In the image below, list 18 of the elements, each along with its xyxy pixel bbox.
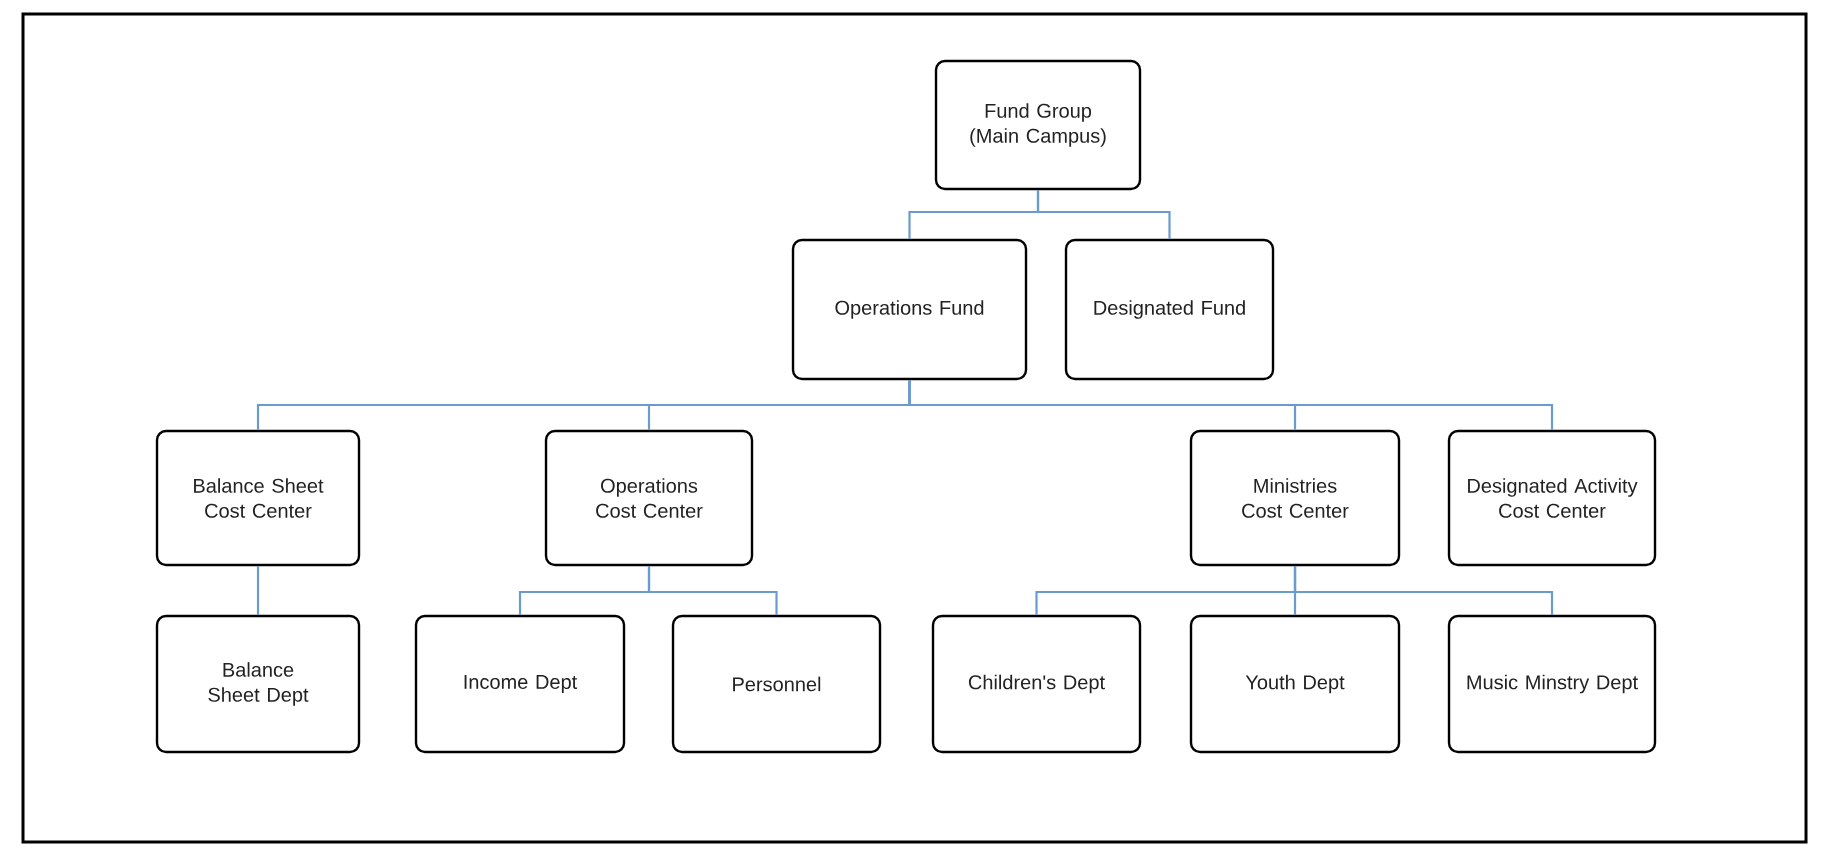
org-box: Designated Activity Cost Center [1447,429,1657,567]
org-box: Fund Group (Main Campus) [934,59,1142,191]
org-box: Personnel [671,614,882,754]
org-box: Designated Fund [1064,238,1275,381]
org-box: Children's Dept [931,614,1142,754]
org-box: Music Minstry Dept [1447,614,1657,754]
connector-line [1293,566,1554,615]
org-box: Ministries Cost Center [1189,429,1401,567]
org-box: Operations Fund [791,238,1028,381]
connector-line [647,566,778,615]
org-box: Operations Cost Center [544,429,754,567]
org-box: Balance Sheet Cost Center [155,429,361,567]
org-box: Balance Sheet Dept [155,614,361,754]
org-box: Youth Dept [1189,614,1401,754]
connector-line [1036,190,1171,239]
org-box: Income Dept [414,614,626,754]
connector-line [256,566,260,615]
connector-line [908,380,1554,430]
